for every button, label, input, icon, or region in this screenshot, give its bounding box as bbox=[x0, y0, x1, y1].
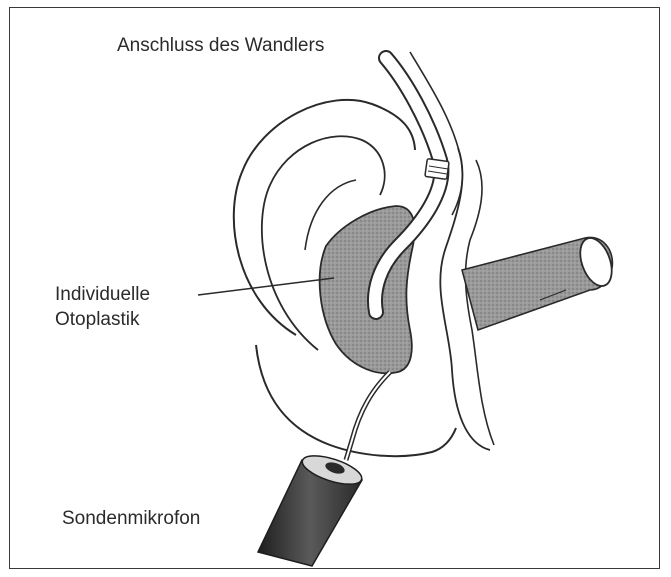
label-probe-microphone: Sondenmikrofon bbox=[62, 507, 200, 531]
probe-microphone bbox=[258, 450, 365, 566]
earmold-shape bbox=[320, 206, 415, 373]
probe-tube bbox=[346, 372, 390, 460]
earmold-leader-line bbox=[198, 278, 334, 295]
label-transducer-connection: Anschluss des Wandlers bbox=[117, 34, 324, 58]
tube-clip bbox=[425, 159, 449, 180]
label-earmold-line2: Otoplastik bbox=[55, 308, 139, 332]
label-earmold-line1: Individuelle bbox=[55, 283, 150, 307]
probe-tube-core bbox=[346, 372, 390, 460]
